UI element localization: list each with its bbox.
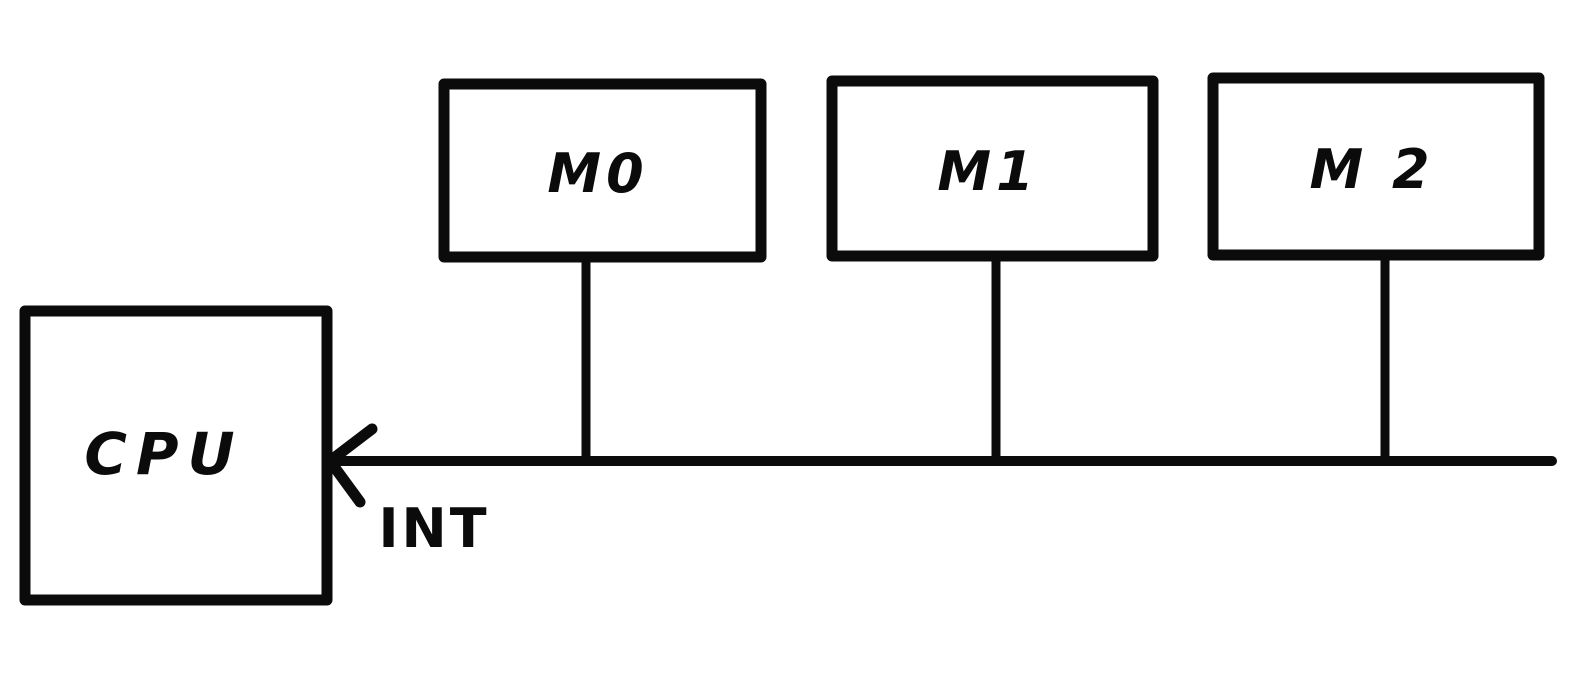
module-m2-box [1207,72,1545,261]
module-m2-block: M 2 [1207,72,1545,462]
interrupt-bus: INT [324,423,1557,560]
cpu-label: CPU [84,420,243,488]
module-m0-block: M0 [438,78,767,462]
cpu-block: CPU [19,305,333,606]
interrupt-label: INT [378,497,489,560]
cpu-box [19,305,333,606]
module-m2-label: M 2 [1309,138,1434,201]
module-m0-label: M0 [547,142,648,205]
bus-arrow-head-icon [324,423,378,508]
module-m1-block: M1 [826,75,1159,462]
module-m0-box [438,78,767,263]
module-m1-label: M1 [937,140,1038,203]
